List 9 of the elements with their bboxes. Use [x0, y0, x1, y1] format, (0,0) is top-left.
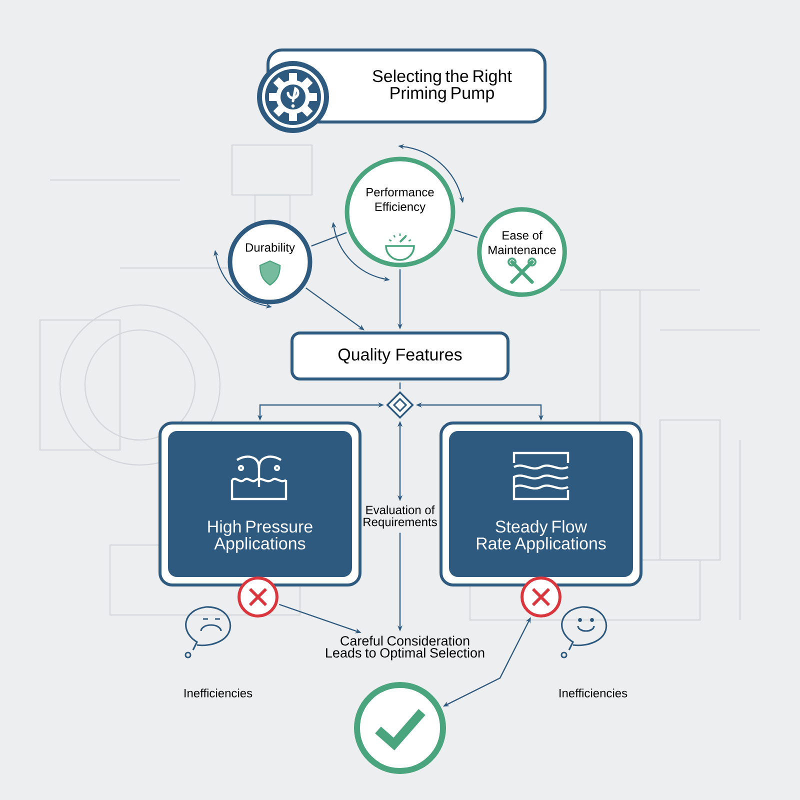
application-box: High Pressure Applications: [158, 422, 362, 586]
icon-caption: Inefficiencies: [560, 688, 628, 698]
process-box: Quality Features: [290, 332, 510, 380]
result-text: Careful Consideration Leads to Optimal Selection: [326, 636, 484, 660]
application-box: Steady Flow Rate Applications: [440, 422, 642, 586]
check-icon: [354, 682, 446, 774]
decision-diamond: [386, 391, 414, 419]
icon-caption: Inefficiencies: [184, 688, 252, 698]
process-text: Evaluation of Requirements: [364, 505, 437, 529]
